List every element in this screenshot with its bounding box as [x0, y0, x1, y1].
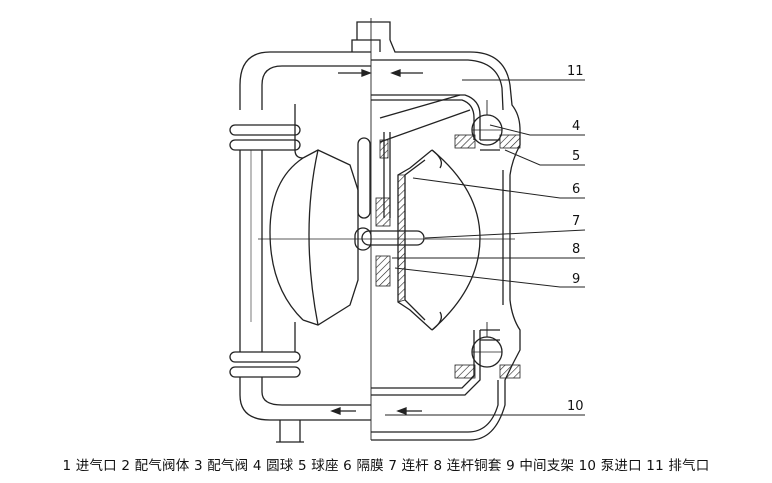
- hatched-sections: [375, 134, 521, 379]
- callout-10: 10: [567, 399, 584, 414]
- callout-8: 8: [572, 242, 580, 257]
- callout-9: 9: [572, 272, 580, 287]
- figure-caption: 1 进气口 2 配气阀体 3 配气阀 4 圆球 5 球座 6 隔膜 7 连杆 8…: [62, 458, 710, 474]
- callout-4: 4: [572, 119, 580, 134]
- flow-arrows: [330, 69, 423, 415]
- callout-6: 6: [572, 182, 580, 197]
- left-external-view: [229, 21, 391, 443]
- right-section-view: [371, 39, 521, 441]
- callout-7: 7: [572, 214, 580, 229]
- connecting-rod: [361, 230, 425, 246]
- leader-lines: [385, 79, 586, 416]
- check-balls: [471, 100, 503, 368]
- callout-11: 11: [567, 64, 584, 79]
- callout-5: 5: [572, 149, 580, 164]
